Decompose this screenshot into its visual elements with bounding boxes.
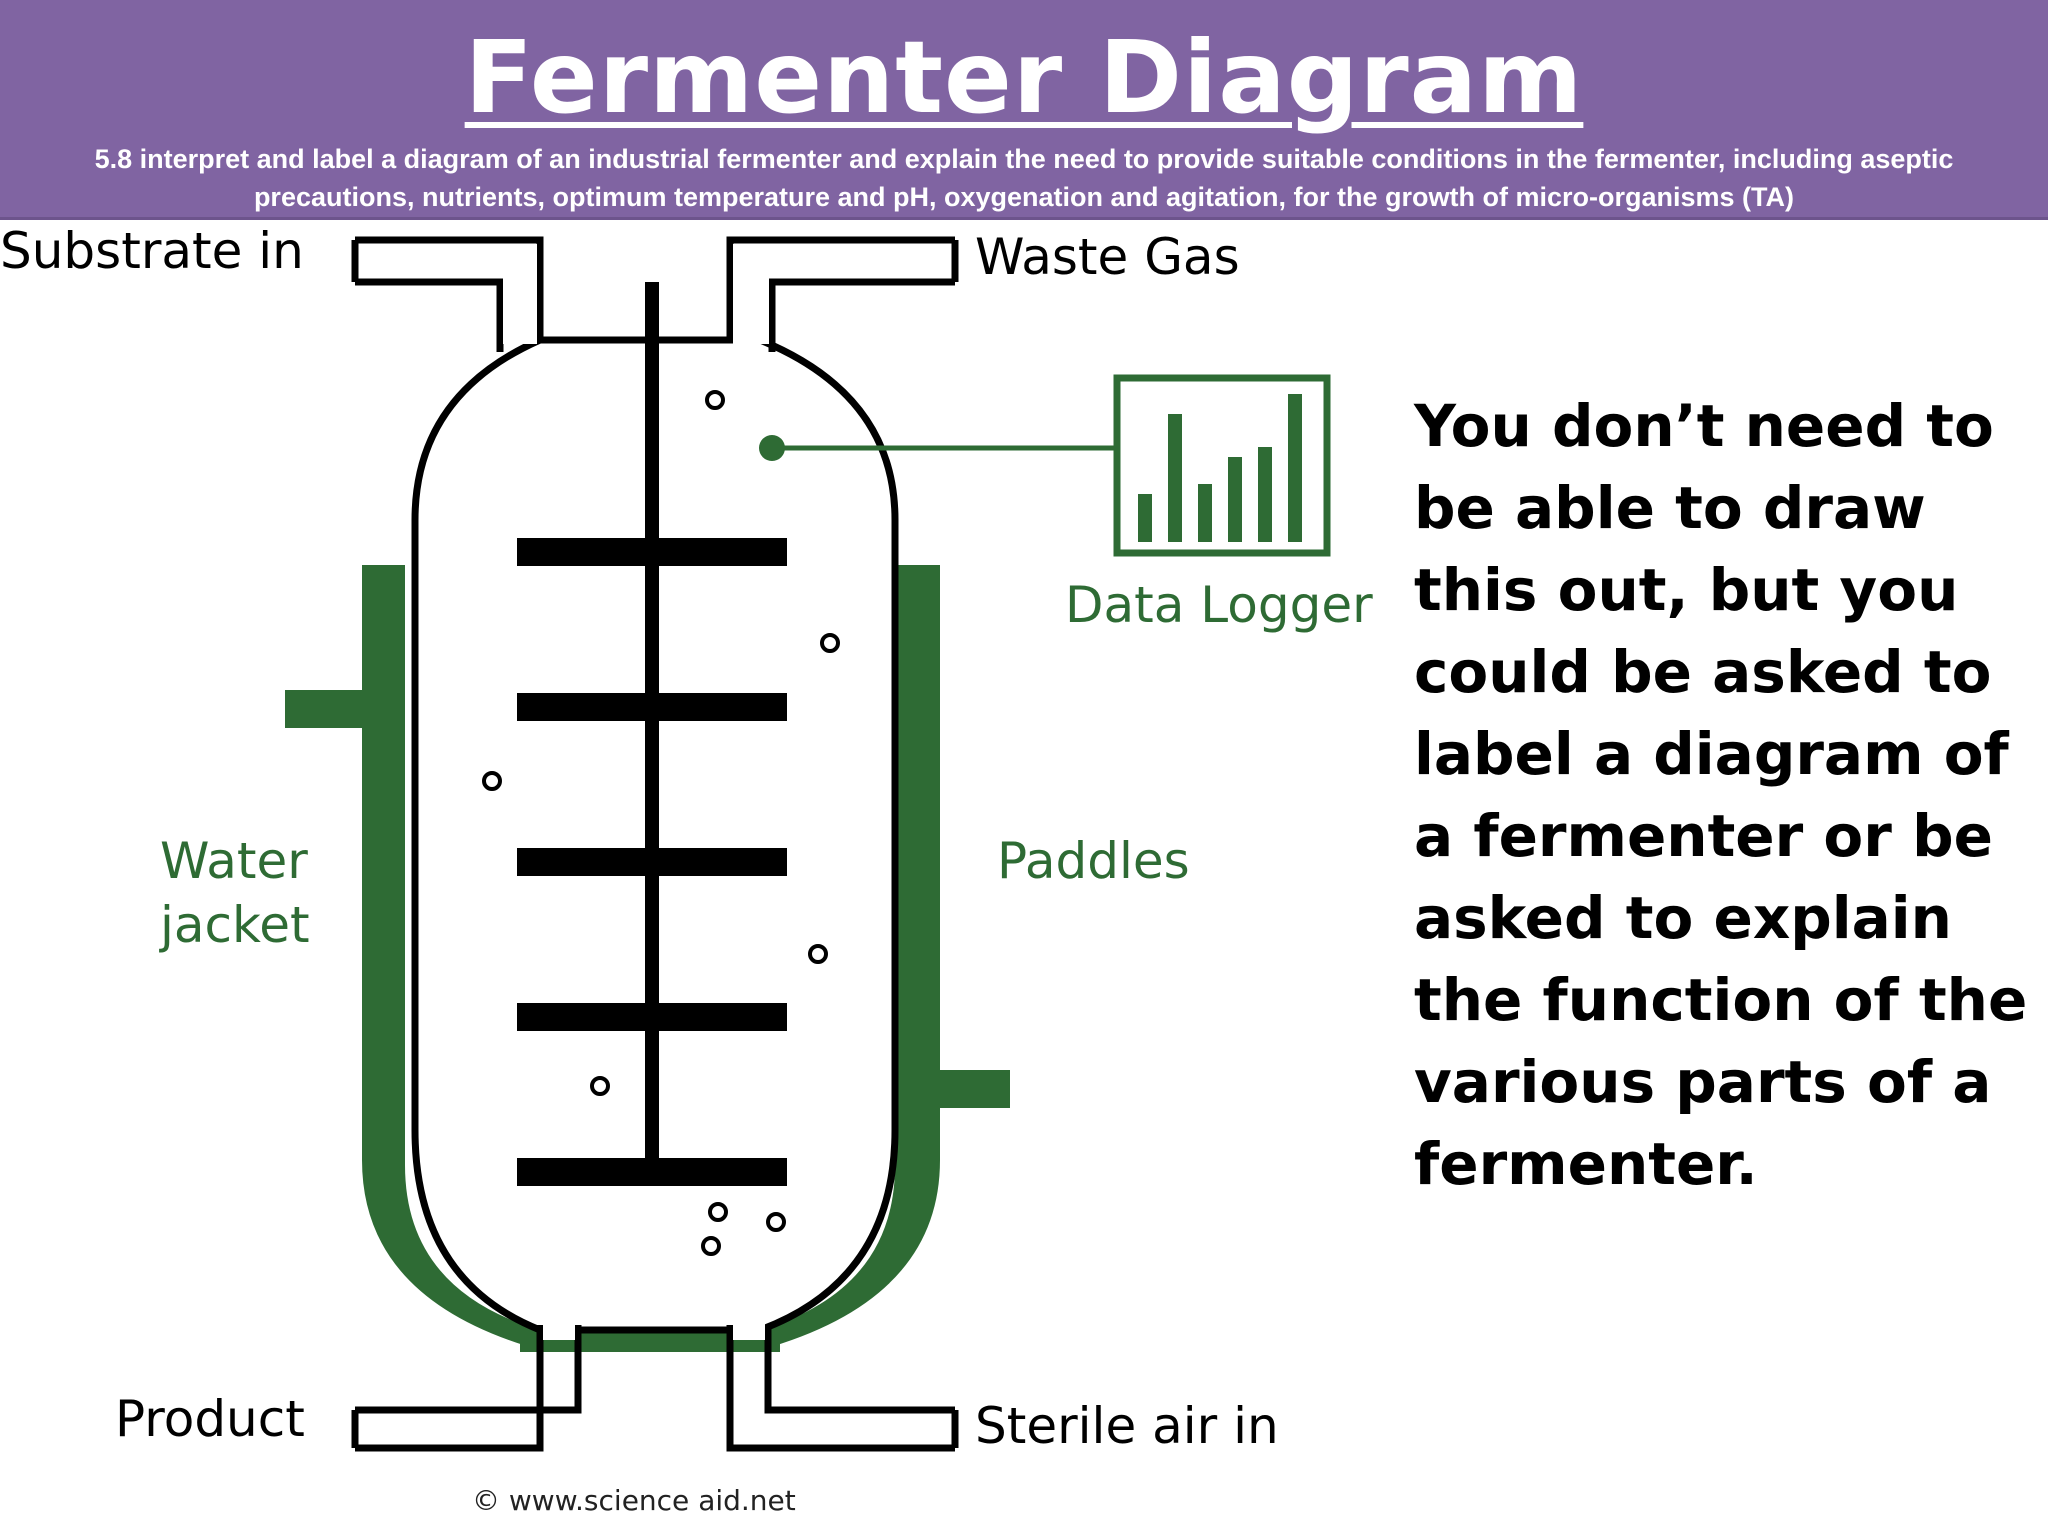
paddle bbox=[517, 693, 787, 721]
paddle bbox=[517, 1003, 787, 1031]
bubble bbox=[766, 1212, 786, 1232]
label-substrate-in: Substrate in bbox=[0, 222, 304, 280]
instruction-note: You don’t need to be able to draw this o… bbox=[1414, 392, 2028, 1198]
label-waste-gas: Waste Gas bbox=[975, 228, 1240, 286]
bubble bbox=[708, 1202, 728, 1222]
header-banner: Fermenter Diagram 5.8 interpret and labe… bbox=[0, 0, 2048, 220]
substrate-pipe-interior bbox=[503, 244, 537, 344]
label-water-jacket-line1: Water bbox=[160, 832, 308, 890]
fermenter-diagram: Substrate in Waste Gas Data Logger Water… bbox=[0, 222, 1373, 1517]
page-subtitle: 5.8 interpret and label a diagram of an … bbox=[94, 144, 1954, 212]
label-water-jacket-line2: jacket bbox=[159, 896, 310, 954]
bubble bbox=[701, 1236, 721, 1256]
label-data-logger: Data Logger bbox=[1065, 576, 1373, 634]
data-logger bbox=[759, 374, 1331, 557]
credit-text: © www.science aid.net bbox=[472, 1484, 796, 1517]
product-pipe bbox=[351, 1325, 582, 1452]
waste-gas-pipe-interior bbox=[733, 244, 769, 344]
page-title: Fermenter Diagram bbox=[0, 18, 2048, 138]
sterile-air-pipe-interior bbox=[733, 1320, 765, 1340]
bubble bbox=[705, 390, 725, 410]
label-paddles: Paddles bbox=[997, 832, 1190, 890]
water-jacket-outlet bbox=[935, 1070, 1010, 1108]
product-pipe-interior bbox=[543, 1320, 575, 1340]
water-jacket-shape bbox=[362, 565, 540, 1350]
sterile-air-pipe bbox=[726, 1325, 959, 1452]
stirrer bbox=[517, 282, 787, 1186]
water-jacket-inlet bbox=[285, 690, 365, 728]
bubble bbox=[820, 633, 840, 653]
bar-chart-icon bbox=[1138, 394, 1302, 542]
waste-gas-pipe bbox=[726, 236, 959, 352]
page-title-text: Fermenter Diagram bbox=[464, 19, 1584, 136]
paddle bbox=[517, 538, 787, 566]
air-bubbles bbox=[482, 390, 840, 1256]
substrate-pipe bbox=[351, 236, 544, 352]
paddle bbox=[517, 1158, 787, 1186]
label-sterile-air-in: Sterile air in bbox=[975, 1397, 1279, 1455]
stirrer-shaft bbox=[645, 282, 659, 1162]
label-product: Product bbox=[115, 1390, 305, 1448]
bubble bbox=[482, 771, 502, 791]
bubble bbox=[590, 1076, 610, 1096]
bubble bbox=[808, 944, 828, 964]
paddle bbox=[517, 848, 787, 876]
